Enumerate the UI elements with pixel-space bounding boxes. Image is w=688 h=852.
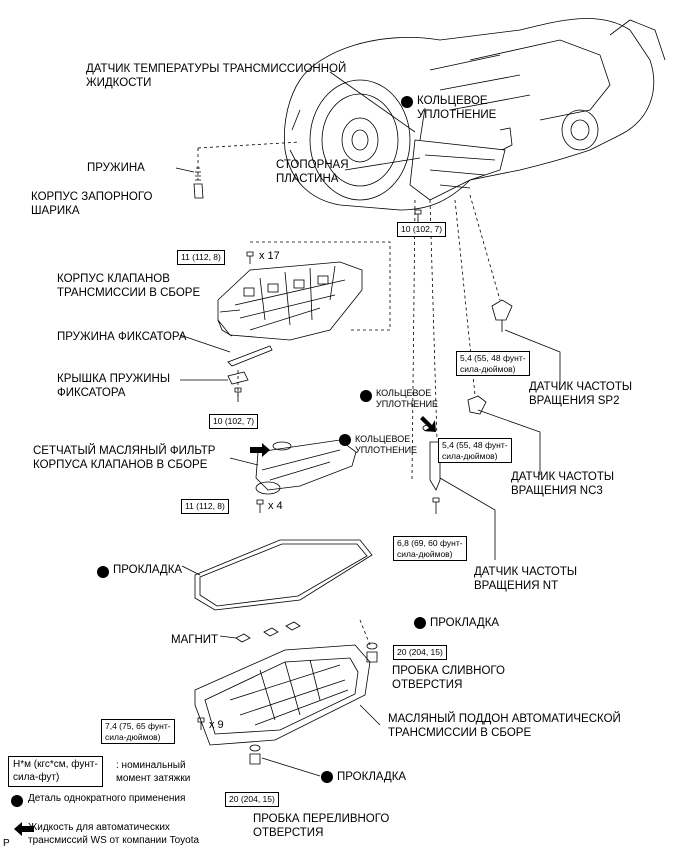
- non-reusable-dot-icon: [97, 566, 109, 578]
- torque-6-8-nt: 6,8 (69, 60 фунт- сила-дюймов): [393, 536, 467, 561]
- non-reusable-dot-icon: [360, 390, 372, 402]
- bolts: [197, 209, 440, 730]
- non-reusable-dot-icon: [321, 771, 333, 783]
- magnet-drawing: [285, 621, 301, 631]
- torque-11-valve-body: 11 (112, 8): [177, 250, 225, 265]
- label-gasket-drain: ПРОКЛАДКА: [430, 617, 500, 629]
- legend-atf: Жидкость для автоматических трансмиссий …: [28, 822, 200, 846]
- label-gasket-overflow: ПРОКЛАДКА: [337, 771, 407, 783]
- label-sp2-sensor: ДАТЧИК ЧАСТОТЫ ВРАЩЕНИЯ SP2: [529, 381, 633, 407]
- label-overflow-plug: ПРОБКА ПЕРЕЛИВНОГО ОТВЕРСТИЯ: [253, 813, 390, 839]
- label-gasket-pan: ПРОКЛАДКА: [113, 564, 183, 576]
- oil-pan-drawing: [194, 644, 371, 746]
- corner-mark: P: [3, 838, 10, 849]
- drain-plug-drawing: [366, 651, 378, 663]
- label-drain-plug: ПРОБКА СЛИВНОГО ОТВЕРСТИЯ: [392, 665, 505, 691]
- multiplier-x9: x 9: [209, 719, 224, 731]
- non-reusable-dot-icon: [401, 96, 413, 108]
- label-atf-temp-sensor: ДАТЧИК ТЕМПЕРАТУРЫ ТРАНСМИССИОННОЙ ЖИДКО…: [86, 63, 347, 89]
- detent-spring-drawing: [227, 345, 273, 367]
- legend-unit-desc: : номинальный момент затяжки: [116, 760, 191, 784]
- torque-10-cover: 10 (102, 7): [209, 414, 259, 429]
- strainer-drawing: [255, 439, 357, 495]
- drain-gasket-drawing: [366, 642, 378, 650]
- atf-arrow-icon: [420, 416, 436, 432]
- label-valve-body: КОРПУС КЛАПАНОВ ТРАНСМИССИИ В СБОРЕ: [57, 273, 201, 299]
- check-ball-body-drawing: [193, 183, 204, 199]
- torque-5-4-nc3: 5,4 (55, 48 фунт- сила-дюймов): [438, 438, 512, 463]
- sp2-sensor-drawing: [491, 299, 513, 332]
- torque-7-4-pan: 7,4 (75, 65 фунт- сила-дюймов): [101, 719, 175, 744]
- atf-arrow-icon: [250, 443, 270, 457]
- label-nt-sensor: ДАТЧИК ЧАСТОТЫ ВРАЩЕНИЯ NT: [474, 566, 578, 592]
- label-lock-plate: СТОПОРНАЯ ПЛАСТИНА: [276, 159, 349, 185]
- overflow-plug-drawing: [249, 753, 261, 765]
- label-o-ring-left: КОЛЬЦЕВОЕ УПЛОТНЕНИЕ: [376, 388, 439, 409]
- detent-cover-drawing: [227, 371, 249, 385]
- torque-20-overflow: 20 (204, 15): [225, 792, 279, 807]
- legend-atf-arrow-icon: [14, 822, 34, 836]
- label-o-ring-top: КОЛЬЦЕВОЕ УПЛОТНЕНИЕ: [417, 95, 497, 121]
- label-o-ring-mid: КОЛЬЦЕВОЕ УПЛОТНЕНИЕ: [355, 434, 418, 455]
- non-reusable-dot-icon: [414, 617, 426, 629]
- non-reusable-dot-icon: [339, 434, 351, 446]
- multiplier-x4: x 4: [268, 500, 283, 512]
- legend-non-reusable: Деталь однократного применения: [28, 793, 186, 804]
- magnet-drawing: [235, 633, 251, 643]
- valve-body-drawing: [217, 261, 363, 341]
- label-strainer: СЕТЧАТЫЙ МАСЛЯНЫЙ ФИЛЬТР КОРПУСА КЛАПАНО…: [33, 445, 216, 471]
- label-detent-spring: ПРУЖИНА ФИКСАТОРА: [57, 331, 187, 343]
- label-detent-cover: КРЫШКА ПРУЖИНЫ ФИКСАТОРА: [57, 373, 171, 399]
- torque-20-drain: 20 (204, 15): [393, 645, 447, 660]
- overflow-gasket-drawing: [249, 744, 261, 752]
- legend-non-reusable-dot-icon: [11, 795, 23, 807]
- magnet-drawing: [263, 627, 279, 637]
- spring-drawing: [195, 167, 201, 181]
- pan-gasket-inner: [199, 543, 368, 607]
- label-spring: ПРУЖИНА: [87, 162, 145, 174]
- transmission-housing: [283, 18, 666, 211]
- leader-lines: [175, 71, 561, 777]
- label-magnet: МАГНИТ: [171, 634, 219, 646]
- nc3-sensor-drawing: [467, 395, 487, 415]
- label-oil-pan: МАСЛЯНЫЙ ПОДДОН АВТОМАТИЧЕСКОЙ ТРАНСМИСС…: [388, 713, 621, 739]
- torque-10-top: 10 (102, 7): [397, 222, 447, 237]
- pan-gasket-drawing: [194, 539, 373, 611]
- torque-11-strainer: 11 (112, 8): [181, 499, 229, 514]
- legend-unit-box: Н*м (кгс*см, фунт- сила-фут): [8, 756, 103, 787]
- label-nc3-sensor: ДАТЧИК ЧАСТОТЫ ВРАЩЕНИЯ NC3: [511, 471, 615, 497]
- multiplier-x17: x 17: [259, 250, 280, 262]
- torque-5-4-sp2: 5,4 (55, 48 фунт- сила-дюймов): [456, 351, 530, 376]
- label-check-ball-body: КОРПУС ЗАПОРНОГО ШАРИКА: [31, 191, 153, 217]
